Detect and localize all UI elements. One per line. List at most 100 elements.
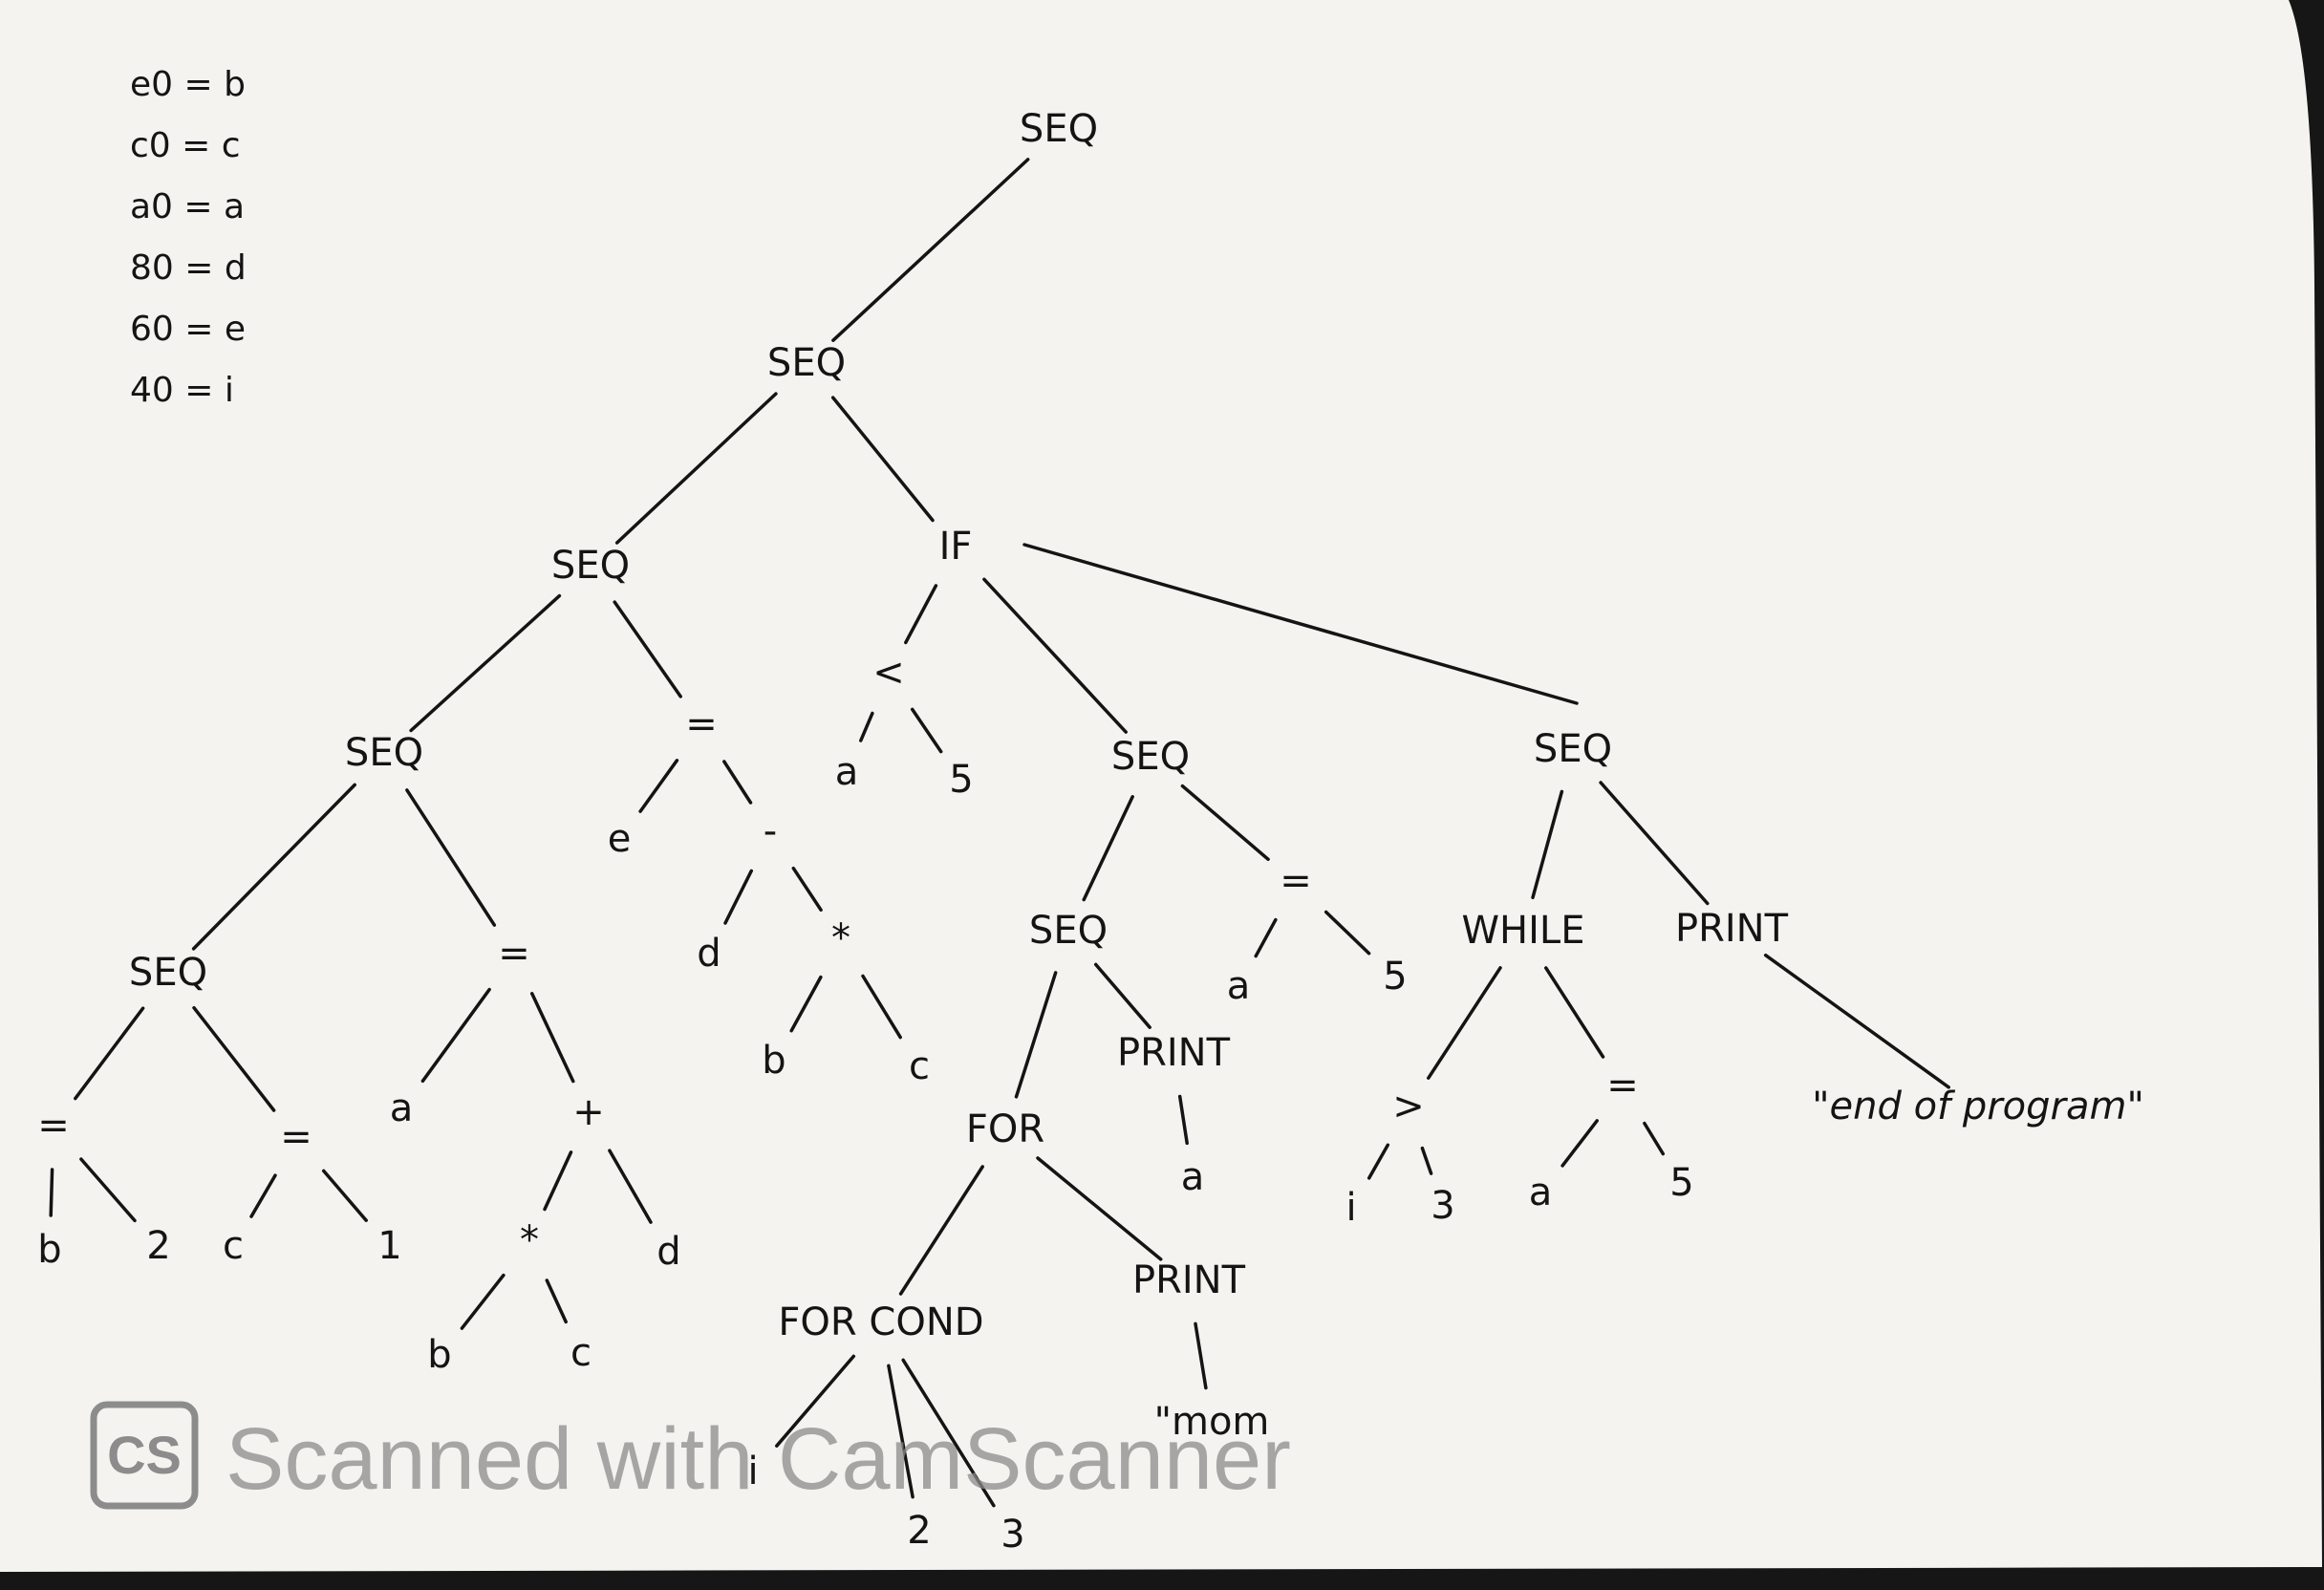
node-seq-3: SEQ — [551, 544, 630, 588]
edge-seq-5-to-assign-c — [192, 1005, 276, 1112]
edge-assign-a-to-a1 — [420, 987, 491, 1084]
node-seq-7: SEQ — [1029, 909, 1108, 953]
edge-assign-e-to-minus1 — [722, 760, 753, 805]
node-assign-a2: = — [1280, 859, 1312, 903]
edge-for1-to-forcond — [898, 1165, 984, 1296]
edge-seq-3-to-assign-e — [613, 600, 682, 698]
legend-entry: 80 = d — [130, 248, 247, 288]
node-print-a: PRINT — [1117, 1031, 1231, 1075]
node-d1: d — [656, 1230, 680, 1274]
edge-while1-to-gt1 — [1427, 966, 1502, 1080]
node-a1: a — [390, 1086, 414, 1130]
node-n2b: 2 — [907, 1509, 931, 1553]
edge-assign-a3-to-a5 — [1560, 1119, 1599, 1168]
edge-print-a-to-a4 — [1177, 1094, 1189, 1146]
node-for1: FOR — [966, 1107, 1044, 1151]
node-print-mom: PRINT — [1132, 1258, 1246, 1302]
node-seq-6: SEQ — [1111, 735, 1190, 779]
edge-assign-b-to-b1 — [49, 1168, 54, 1217]
node-seq-root: SEQ — [1020, 107, 1098, 151]
camscanner-logo-text: CS — [107, 1425, 182, 1485]
edge-print-mom-to-mom — [1194, 1321, 1208, 1390]
node-d2: d — [697, 932, 721, 976]
node-c3: c — [909, 1044, 930, 1088]
edge-seq-4-to-seq-5 — [191, 783, 356, 951]
node-seq-8: SEQ — [1534, 727, 1612, 771]
edge-mul1-to-b2 — [460, 1273, 506, 1330]
node-forcond: FOR COND — [778, 1300, 983, 1344]
legend-entry: c0 = c — [130, 126, 241, 165]
edge-assign-b-to-n2a — [79, 1157, 137, 1223]
legend-entry: e0 = b — [130, 65, 246, 104]
edge-seq-7-to-for1 — [1014, 971, 1058, 1099]
edge-seq-8-to-while1 — [1531, 789, 1564, 900]
edge-assign-a2-to-n5b — [1323, 910, 1371, 956]
node-n2a: 2 — [146, 1224, 170, 1268]
node-plus1: + — [572, 1090, 605, 1134]
node-a3: a — [1227, 964, 1251, 1008]
legend-entry: 40 = i — [130, 371, 234, 410]
edge-seq-2-to-if-1 — [830, 396, 935, 523]
edge-seq-6-to-assign-a2 — [1180, 784, 1270, 862]
node-c2: c — [570, 1331, 592, 1375]
node-end-str: "end of program" — [1812, 1085, 2144, 1128]
node-i1: i — [1345, 1186, 1356, 1230]
node-n3a: 3 — [1001, 1513, 1024, 1557]
edge-seq-5-to-assign-b — [74, 1006, 145, 1101]
node-b1: b — [37, 1228, 61, 1272]
edge-mul1-to-c2 — [545, 1278, 568, 1324]
node-mom: "mom — [1154, 1400, 1270, 1444]
node-n1: 1 — [377, 1224, 401, 1268]
edge-gt1-to-n3b — [1420, 1146, 1433, 1175]
legend-entry: a0 = a — [130, 187, 245, 226]
node-lt1: < — [872, 651, 905, 695]
edge-lt1-to-a2 — [859, 711, 874, 742]
node-n5a: 5 — [949, 758, 973, 802]
camscanner-watermark: CS Scanned with CamScanner — [90, 1401, 1291, 1510]
node-seq-5: SEQ — [129, 951, 207, 995]
node-n5b: 5 — [1383, 955, 1407, 999]
node-mul1: * — [520, 1218, 539, 1262]
edge-if-1-to-seq-8 — [1022, 543, 1579, 705]
edge-assign-a3-to-n5c — [1643, 1121, 1666, 1156]
edge-seq-7-to-print-a — [1093, 962, 1151, 1029]
edge-minus1-to-mul2 — [791, 866, 823, 913]
camscanner-watermark-text: Scanned with CamScanner — [226, 1410, 1291, 1508]
edge-seq-8-to-print-end — [1599, 781, 1710, 906]
node-minus1: - — [764, 809, 777, 853]
edge-lt1-to-n5a — [910, 707, 943, 754]
node-n5c: 5 — [1669, 1161, 1693, 1205]
node-e1: e — [608, 817, 632, 861]
edge-assign-e-to-e1 — [638, 759, 679, 813]
node-n3b: 3 — [1431, 1184, 1454, 1228]
edge-assign-a2-to-a3 — [1254, 917, 1278, 958]
legend-entry: 60 = e — [130, 310, 246, 349]
edge-for1-to-print-mom — [1036, 1156, 1163, 1261]
edge-assign-c-to-c1 — [249, 1173, 277, 1218]
edge-plus1-to-d1 — [608, 1149, 653, 1224]
node-a4: a — [1181, 1155, 1205, 1199]
edge-mul2-to-c3 — [861, 974, 902, 1040]
node-assign-b: = — [37, 1104, 70, 1148]
edge-mul2-to-b3 — [789, 975, 823, 1033]
node-b2: b — [427, 1333, 451, 1377]
node-assign-c: = — [280, 1115, 312, 1159]
node-assign-a3: = — [1606, 1064, 1639, 1107]
node-if-1: IF — [939, 525, 973, 569]
edge-seq-2-to-seq-3 — [614, 392, 778, 545]
node-fc-i: i — [747, 1450, 758, 1493]
node-a2: a — [835, 750, 859, 794]
edge-assign-a-to-plus1 — [529, 992, 575, 1084]
edge-seq-4-to-assign-a — [405, 788, 497, 927]
tree-edges — [49, 158, 1950, 1508]
node-c1: c — [223, 1224, 244, 1268]
edge-minus1-to-d2 — [723, 869, 754, 925]
node-assign-e: = — [685, 702, 718, 746]
node-assign-a: = — [498, 932, 530, 976]
variable-legend: e0 = b c0 = c a0 = a 80 = d 60 = e 40 = i — [130, 65, 247, 410]
node-print-end: PRINT — [1675, 907, 1789, 951]
node-b3: b — [762, 1039, 785, 1083]
